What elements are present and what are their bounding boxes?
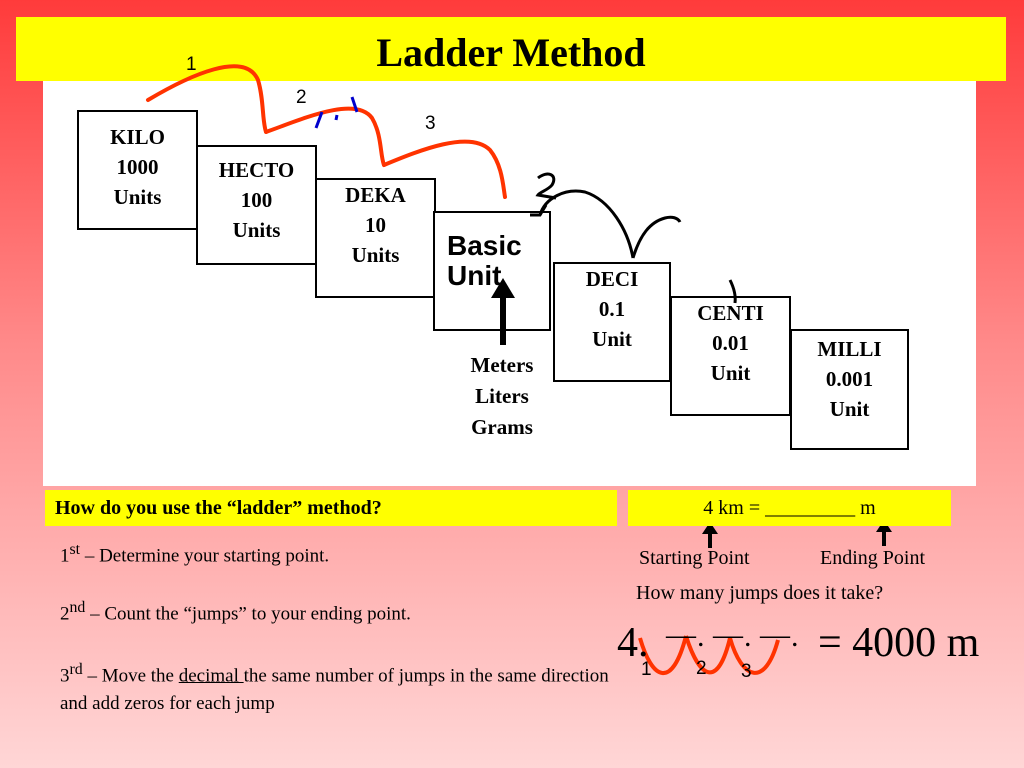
step-value: 1000 — [116, 155, 159, 179]
step2-num: 2 — [60, 603, 70, 625]
title-banner: Ladder Method — [16, 17, 1006, 81]
step3-sup: rd — [69, 661, 83, 678]
start-arrow-head — [702, 522, 718, 534]
basic-unit-line2: Unit — [447, 260, 502, 291]
answer-jump-num-2: 2 — [696, 658, 707, 679]
answer-dot-3: . — [791, 620, 799, 653]
step-unit: Units — [113, 185, 162, 209]
step-unit: Unit — [710, 361, 751, 385]
step-prefix: DEKA — [345, 183, 406, 207]
problem-text: 4 km = _________ m — [703, 497, 876, 519]
blue-mark-2 — [334, 114, 339, 121]
end-arrow-head — [876, 520, 892, 532]
step-prefix: DECI — [585, 267, 639, 291]
base-unit-liters: Liters — [475, 384, 529, 408]
step-milli: MILLI 0.001 Unit — [790, 329, 909, 450]
jump-number-3: 3 — [425, 113, 436, 134]
step-value: 100 — [240, 188, 273, 212]
base-units-label: Meters Liters Grams — [452, 350, 552, 443]
answer-result: = 4000 m — [818, 620, 980, 666]
basic-unit-step: Basic Unit — [433, 211, 551, 331]
answer-dash-3: — — [760, 618, 790, 651]
step2-sup: nd — [69, 599, 86, 616]
answer-dot-2: . — [744, 620, 752, 653]
step-value: 0.001 — [825, 367, 874, 391]
answer-dash-2: — — [713, 618, 743, 651]
step3-pre: – Move the — [82, 665, 179, 687]
step-prefix: MILLI — [817, 337, 882, 361]
jump-arc-1 — [146, 64, 268, 134]
step-unit: Unit — [829, 397, 870, 421]
step-prefix: CENTI — [697, 301, 764, 325]
jump-arc-2 — [264, 106, 386, 167]
instruction-step-3: 3rd – Move the decimal the same number o… — [60, 656, 620, 718]
step-value: 0.1 — [598, 297, 626, 321]
instruction-step-2: 2nd – Count the “jumps” to your ending p… — [60, 594, 620, 628]
step-prefix: HECTO — [218, 158, 295, 182]
jump-number-1: 1 — [186, 54, 197, 75]
jump-number-2: 2 — [296, 87, 307, 108]
answer-dash-1: — — [666, 618, 696, 651]
ending-point-label: Ending Point — [820, 547, 926, 569]
step-value: 10 — [365, 213, 386, 237]
answer-dot-1: . — [697, 620, 705, 653]
base-arrow-head — [491, 278, 515, 298]
step2-text: – Count the “jumps” to your ending point… — [85, 603, 411, 625]
step-deci: DECI 0.1 Unit — [553, 262, 671, 382]
answer-lead: 4. — [617, 620, 649, 666]
step1-sup: st — [69, 541, 81, 558]
step-value: 0.01 — [712, 331, 749, 355]
base-unit-meters: Meters — [470, 353, 534, 377]
step3-num: 3 — [60, 665, 70, 687]
step-unit: Unit — [592, 327, 632, 351]
step-unit: Units — [232, 218, 281, 242]
step-centi: CENTI 0.01 Unit — [670, 296, 791, 416]
question-box: How do you use the “ladder” method? — [45, 490, 617, 526]
step3-post: the same number of jumps in the same dir… — [60, 665, 609, 715]
step-prefix: KILO — [110, 125, 165, 149]
step-hecto: HECTO 100 Units — [196, 145, 317, 265]
step1-text: – Determine your starting point. — [80, 545, 330, 567]
blue-mark-3 — [350, 96, 359, 113]
hand-tick — [728, 279, 737, 304]
jump-arc-3 — [382, 139, 507, 199]
base-unit-grams: Grams — [471, 415, 533, 439]
problem-box: 4 km = _________ m — [628, 490, 951, 526]
question-text: How do you use the “ladder” method? — [55, 497, 382, 519]
starting-point-label: Starting Point — [639, 547, 750, 569]
step3-underlined: decimal — [178, 665, 244, 687]
hand-loop — [538, 189, 635, 259]
answer-jump-1 — [638, 635, 688, 675]
hand-two-mark — [535, 172, 557, 200]
answer-jump-num-1: 1 — [641, 659, 652, 680]
step-unit: Units — [351, 243, 400, 267]
step1-num: 1 — [60, 545, 70, 567]
answer-jump-3 — [728, 637, 780, 675]
hand-loop-tail — [631, 215, 682, 259]
basic-unit-line1: Basic — [447, 230, 522, 261]
how-many-jumps-label: How many jumps does it take? — [636, 582, 884, 604]
answer-jump-num-3: 3 — [741, 661, 752, 682]
step-deka: DEKA 10 Units — [315, 178, 436, 298]
answer-jump-2 — [684, 635, 732, 675]
blue-mark-1 — [314, 111, 324, 129]
hand-arrowhead — [530, 204, 548, 217]
instruction-step-1: 1st – Determine your starting point. — [60, 536, 620, 570]
slide-title: Ladder Method — [376, 30, 646, 75]
